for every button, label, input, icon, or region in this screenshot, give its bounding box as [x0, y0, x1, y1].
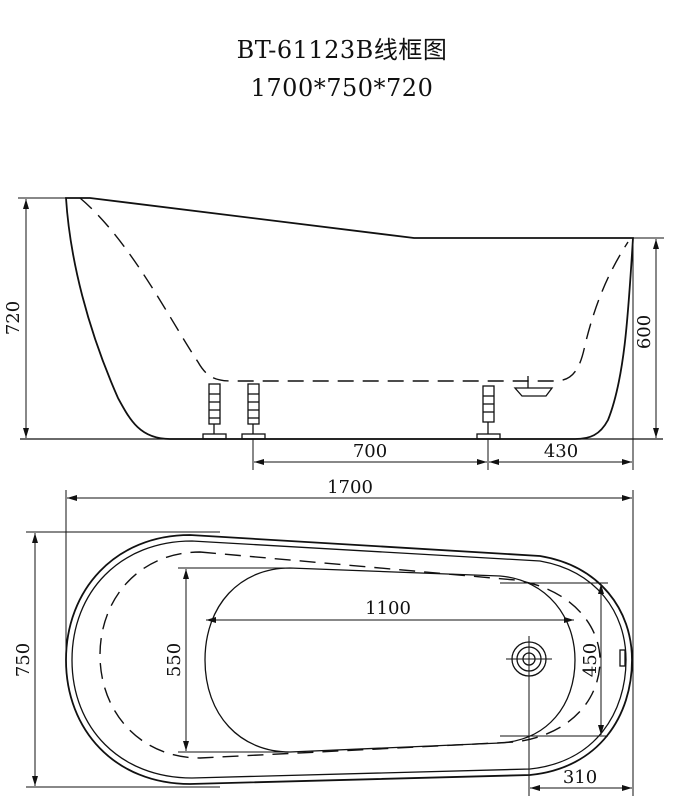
tub-outer-rim-top: [65, 534, 633, 785]
drain-offset-label: 310: [563, 767, 597, 788]
inner-length-label: 1100: [365, 598, 411, 619]
tub-bottom-area: [204, 567, 576, 753]
tub-outer-profile: [65, 197, 634, 440]
overflow-slot: [619, 649, 626, 667]
tub-inner-profile: [79, 197, 629, 382]
side-view: 720 600 700 430: [3, 197, 664, 470]
height-label: 720: [3, 301, 24, 335]
adjustable-foot-2: [241, 383, 266, 440]
drawing-title: BT-61123B线框图: [236, 36, 448, 64]
adjustable-foot-1: [202, 383, 227, 440]
feet-spacing-label: 700: [353, 441, 387, 462]
rim-height-label: 600: [634, 315, 655, 349]
inner-width-left-label: 550: [164, 643, 185, 677]
overall-dimensions: 1700*750*720: [250, 74, 434, 102]
top-view: 1700 750 1100 550 450: [13, 477, 634, 796]
inner-width-right-label: 450: [580, 643, 601, 677]
drain-outlet: [513, 376, 554, 397]
foot-to-end-label: 430: [544, 441, 578, 462]
length-label: 1700: [327, 477, 373, 498]
tub-rim-edge: [71, 540, 627, 779]
tub-inner-basin-top: [99, 551, 601, 759]
width-label: 750: [13, 643, 34, 677]
adjustable-foot-3: [476, 385, 501, 440]
